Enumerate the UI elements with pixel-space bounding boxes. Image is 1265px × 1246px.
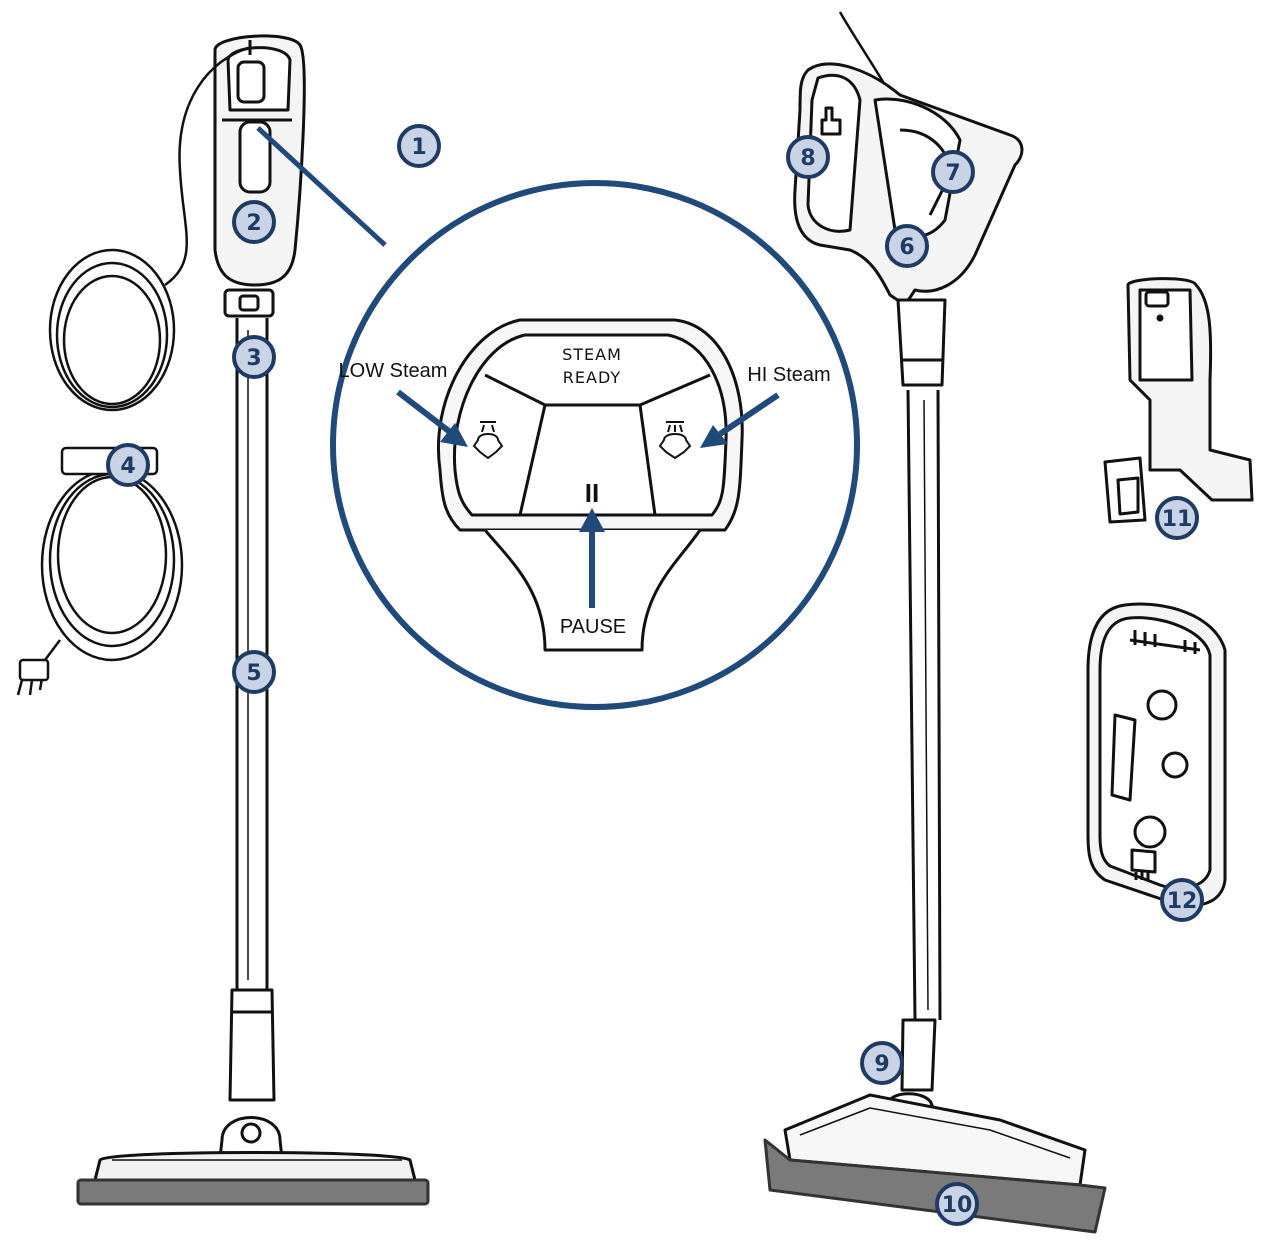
callout-number-7: 7 [945,161,960,186]
callout-badge-6: 6 [885,224,929,268]
low-steam-arrow [396,389,468,447]
hi-steam-arrow [700,392,780,448]
steam-ready-line2: READY [563,368,621,387]
callout-number-9: 9 [874,1052,889,1077]
callout-badge-7: 7 [931,150,975,194]
callout-badge-1: 1 [397,124,441,168]
hi-steam-icon [658,421,692,460]
callout-badge-12: 12 [1160,878,1204,922]
callout-number-8: 8 [800,146,815,171]
callout-badge-3: 3 [232,335,276,379]
pause-arrow [579,508,605,608]
power-cord-coiled [16,248,184,696]
callout-number-3: 3 [246,346,261,371]
callout-number-1: 1 [411,135,426,160]
callout-badge-9: 9 [860,1041,904,1085]
callout-number-12: 12 [1167,889,1198,914]
accessory-tool-tray [1086,602,1227,907]
steam-ready-line1: STEAM [562,345,622,364]
callout-number-6: 6 [899,235,914,260]
low-steam-icon [472,421,504,460]
callout-badge-11: 11 [1155,496,1199,540]
callout-badge-2: 2 [232,200,276,244]
callout-number-11: 11 [1162,507,1193,532]
callout-badge-5: 5 [232,650,276,694]
side-view-steam-mop [763,11,1107,1234]
callout-number-2: 2 [246,211,261,236]
hi-steam-label: HI Steam [747,364,830,386]
accessory-storage-clip [1103,277,1254,524]
callout-number-10: 10 [942,1193,973,1218]
pause-symbol: II [585,478,599,508]
callout-badge-10: 10 [935,1182,979,1226]
callout-badge-8: 8 [786,135,830,179]
callout-number-5: 5 [246,661,261,686]
callout-badge-4: 4 [106,443,150,487]
low-steam-label: LOW Steam [339,360,448,382]
control-panel-zoom: STEAM READY II LOW Steam HI Steam PAUSE [256,126,860,710]
zoom-leader-line [256,126,387,247]
pause-label: PAUSE [560,616,626,638]
callout-number-4: 4 [120,454,135,479]
